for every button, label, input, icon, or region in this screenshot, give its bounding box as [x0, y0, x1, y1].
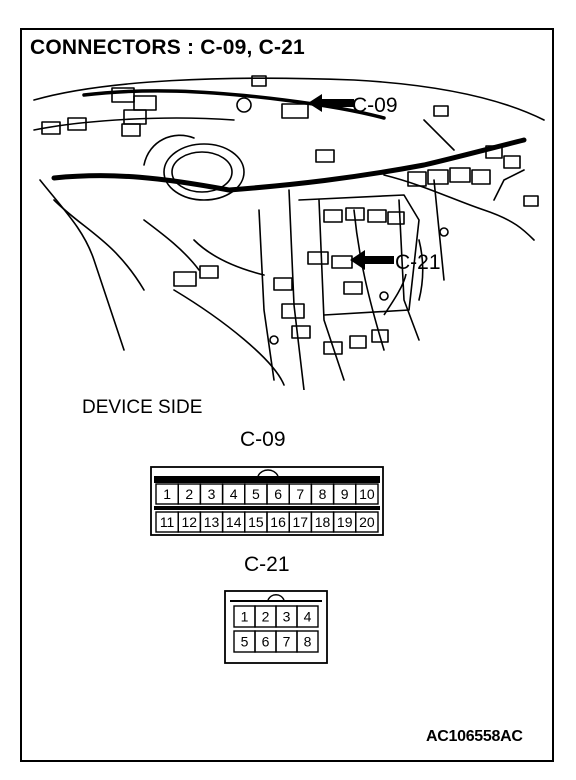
diagram-title: CONNECTORS : C-09, C-21	[30, 36, 305, 59]
callout-c21: C-21	[395, 251, 441, 274]
diagram-frame	[20, 28, 554, 762]
connector-c09-top-band	[154, 476, 380, 483]
c09-pin-18: 18	[315, 514, 331, 530]
connector-c09-lock	[257, 469, 279, 477]
c09-pin-6: 6	[274, 486, 282, 502]
c21-pin-8: 8	[304, 634, 312, 650]
c09-pin-7: 7	[296, 486, 304, 502]
device-side-label: DEVICE SIDE	[82, 397, 203, 418]
connector-c21-lock	[267, 594, 285, 601]
connector-c21-label: C-21	[244, 553, 290, 576]
c21-pin-6: 6	[262, 634, 270, 650]
c09-pin-1: 1	[163, 486, 171, 502]
c21-pin-3: 3	[283, 609, 291, 625]
c09-pin-cell-10	[355, 483, 379, 505]
c09-pin-5: 5	[252, 486, 260, 502]
reference-code: AC106558AC	[426, 728, 523, 745]
c09-pin-2: 2	[185, 486, 193, 502]
c09-pin-14: 14	[226, 514, 242, 530]
c09-pin-15: 15	[248, 514, 264, 530]
c09-pin-20: 20	[359, 514, 375, 530]
callout-c09: C-09	[352, 94, 398, 117]
c09-pin-cell-20	[355, 511, 379, 533]
connector-c09-label: C-09	[240, 428, 286, 451]
c21-pin-2: 2	[262, 609, 270, 625]
c09-pin-13: 13	[204, 514, 220, 530]
c09-pin-10: 10	[359, 486, 375, 502]
c09-pin-3: 3	[208, 486, 216, 502]
harness-illustration	[33, 75, 545, 390]
c21-pin-1: 1	[241, 609, 249, 625]
c09-pin-12: 12	[182, 514, 198, 530]
c09-pin-8: 8	[319, 486, 327, 502]
c09-pin-17: 17	[293, 514, 309, 530]
c09-pin-4: 4	[230, 486, 238, 502]
connector-c21-top-band	[230, 600, 322, 602]
c09-pin-19: 19	[337, 514, 353, 530]
c21-pin-7: 7	[283, 634, 291, 650]
c21-pin-cell-4	[296, 605, 319, 628]
c21-pin-4: 4	[304, 609, 312, 625]
c21-pin-cell-8	[296, 630, 319, 653]
c09-pin-9: 9	[341, 486, 349, 502]
c09-pin-16: 16	[270, 514, 286, 530]
connector-c09-divider	[154, 506, 380, 510]
c09-pin-11: 11	[160, 514, 175, 530]
c21-pin-5: 5	[241, 634, 249, 650]
